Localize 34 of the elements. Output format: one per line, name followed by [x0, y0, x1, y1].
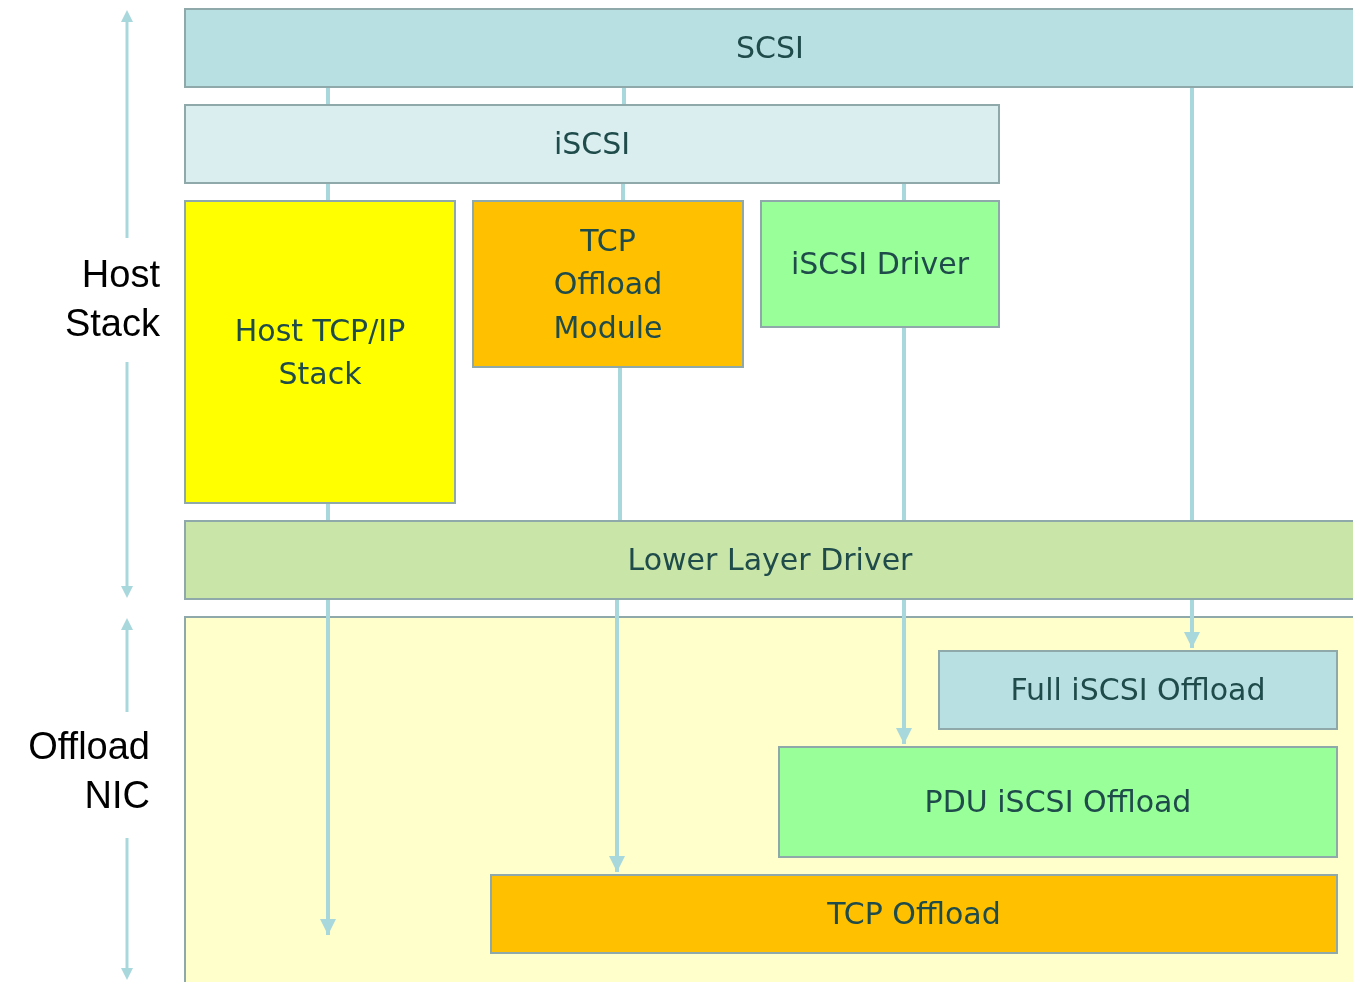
- arrow: [609, 600, 625, 872]
- layer-group-label: Offload NIC: [27, 724, 150, 819]
- layer-bar: [184, 520, 1353, 600]
- node-label: Lower Layer Driver: [627, 541, 913, 580]
- node-label: Full iSCSI Offload: [1010, 671, 1266, 710]
- node-label: TCP Offload: [827, 895, 1001, 934]
- node-label: TCP Offload Module: [552, 221, 664, 347]
- node-label: SCSI: [736, 29, 804, 68]
- arrow: [320, 600, 336, 935]
- nic-panel: [184, 616, 1353, 982]
- connector-line: [326, 504, 330, 520]
- connector-line: [621, 184, 625, 200]
- layer-bar: [184, 104, 1000, 184]
- connector-line: [902, 184, 906, 200]
- connector-line: [326, 184, 330, 200]
- node-label: iSCSI Driver: [790, 245, 970, 284]
- connector-line: [618, 368, 622, 520]
- layer-group-label: Host Stack: [63, 252, 160, 347]
- process-box: [938, 650, 1338, 730]
- connector-line: [1190, 88, 1194, 520]
- connector-line: [622, 88, 626, 104]
- connector-line: [326, 88, 330, 104]
- layer-bar: [184, 8, 1353, 88]
- process-box: [490, 874, 1338, 954]
- arrow: [1184, 600, 1200, 648]
- connector-line: [902, 328, 906, 520]
- process-box: [760, 200, 1000, 328]
- process-box: [472, 200, 744, 368]
- node-label: PDU iSCSI Offload: [924, 783, 1192, 822]
- process-box: [778, 746, 1338, 858]
- node-label: Host TCP/IP Stack: [233, 311, 407, 393]
- process-box: [184, 200, 456, 504]
- arrow: [896, 600, 912, 744]
- node-label: iSCSI: [553, 125, 631, 164]
